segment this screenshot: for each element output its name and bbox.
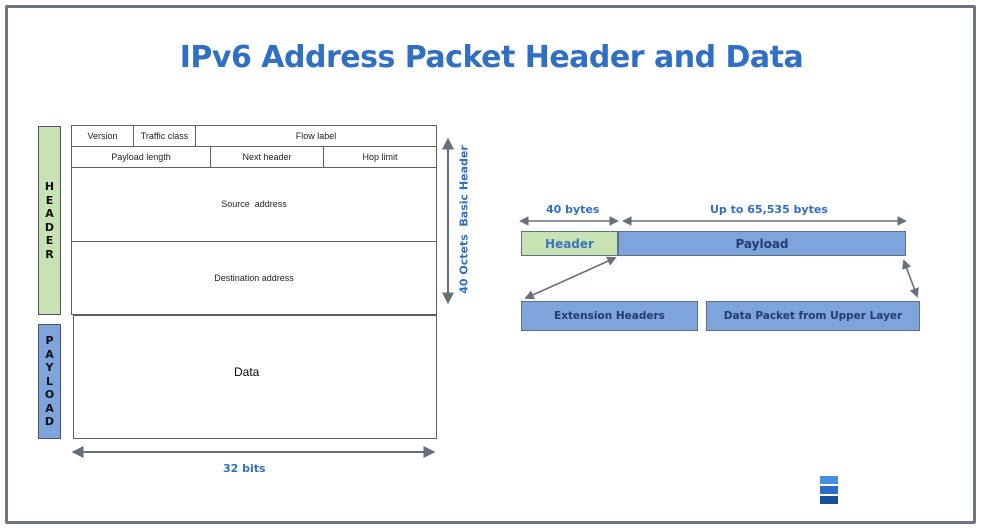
packet-header-box: Header (521, 231, 618, 256)
header-letter: D (44, 220, 55, 234)
payload-size-label: Up to 65,535 bytes (710, 203, 828, 216)
header-row-destination: Destination address (71, 241, 437, 315)
payload-side-label: P A Y L O A D (38, 324, 61, 439)
width-label: 32 bits (223, 462, 266, 475)
brand-logo-icon (820, 476, 838, 504)
header-side-label: H E A D E R (38, 126, 61, 315)
field-next-header: Next header (211, 147, 324, 167)
payload-letter: Y (45, 361, 54, 375)
header-letter: E (45, 193, 54, 207)
extension-headers-box: Extension Headers (521, 301, 698, 331)
header-letter: H (44, 180, 55, 193)
header-letter: A (45, 207, 54, 220)
field-destination-address: Destination address (214, 273, 294, 283)
height-label: 40 Octets Basic Header (457, 145, 471, 294)
header-row-source: Source address (71, 167, 437, 242)
field-hop-limit: Hop limit (362, 152, 398, 162)
field-traffic-class: Traffic class (134, 126, 196, 146)
header-letter: R (45, 247, 54, 261)
field-version: Version (72, 126, 134, 146)
payload-letter: D (44, 415, 55, 429)
packet-payload-box: Payload (618, 231, 906, 256)
payload-letter: A (45, 401, 54, 415)
header-size-label: 40 bytes (546, 203, 600, 216)
payload-letter: O (44, 388, 55, 402)
payload-letter: L (45, 374, 53, 388)
field-data: Data (234, 365, 260, 379)
diagram-title: IPv6 Address Packet Header and Data (179, 40, 804, 75)
field-flow-label: Flow label (295, 131, 337, 141)
payload-letter: P (45, 334, 54, 348)
upper-layer-link-arrow (902, 259, 919, 298)
payload-letter: A (45, 347, 54, 361)
field-payload-length: Payload length (72, 147, 211, 167)
field-source-address: Source address (221, 198, 287, 209)
data-block: Data (73, 315, 437, 439)
upper-layer-data-box: Data Packet from Upper Layer (706, 301, 920, 331)
extension-link-arrow (524, 256, 617, 300)
header-letter: E (45, 234, 54, 247)
